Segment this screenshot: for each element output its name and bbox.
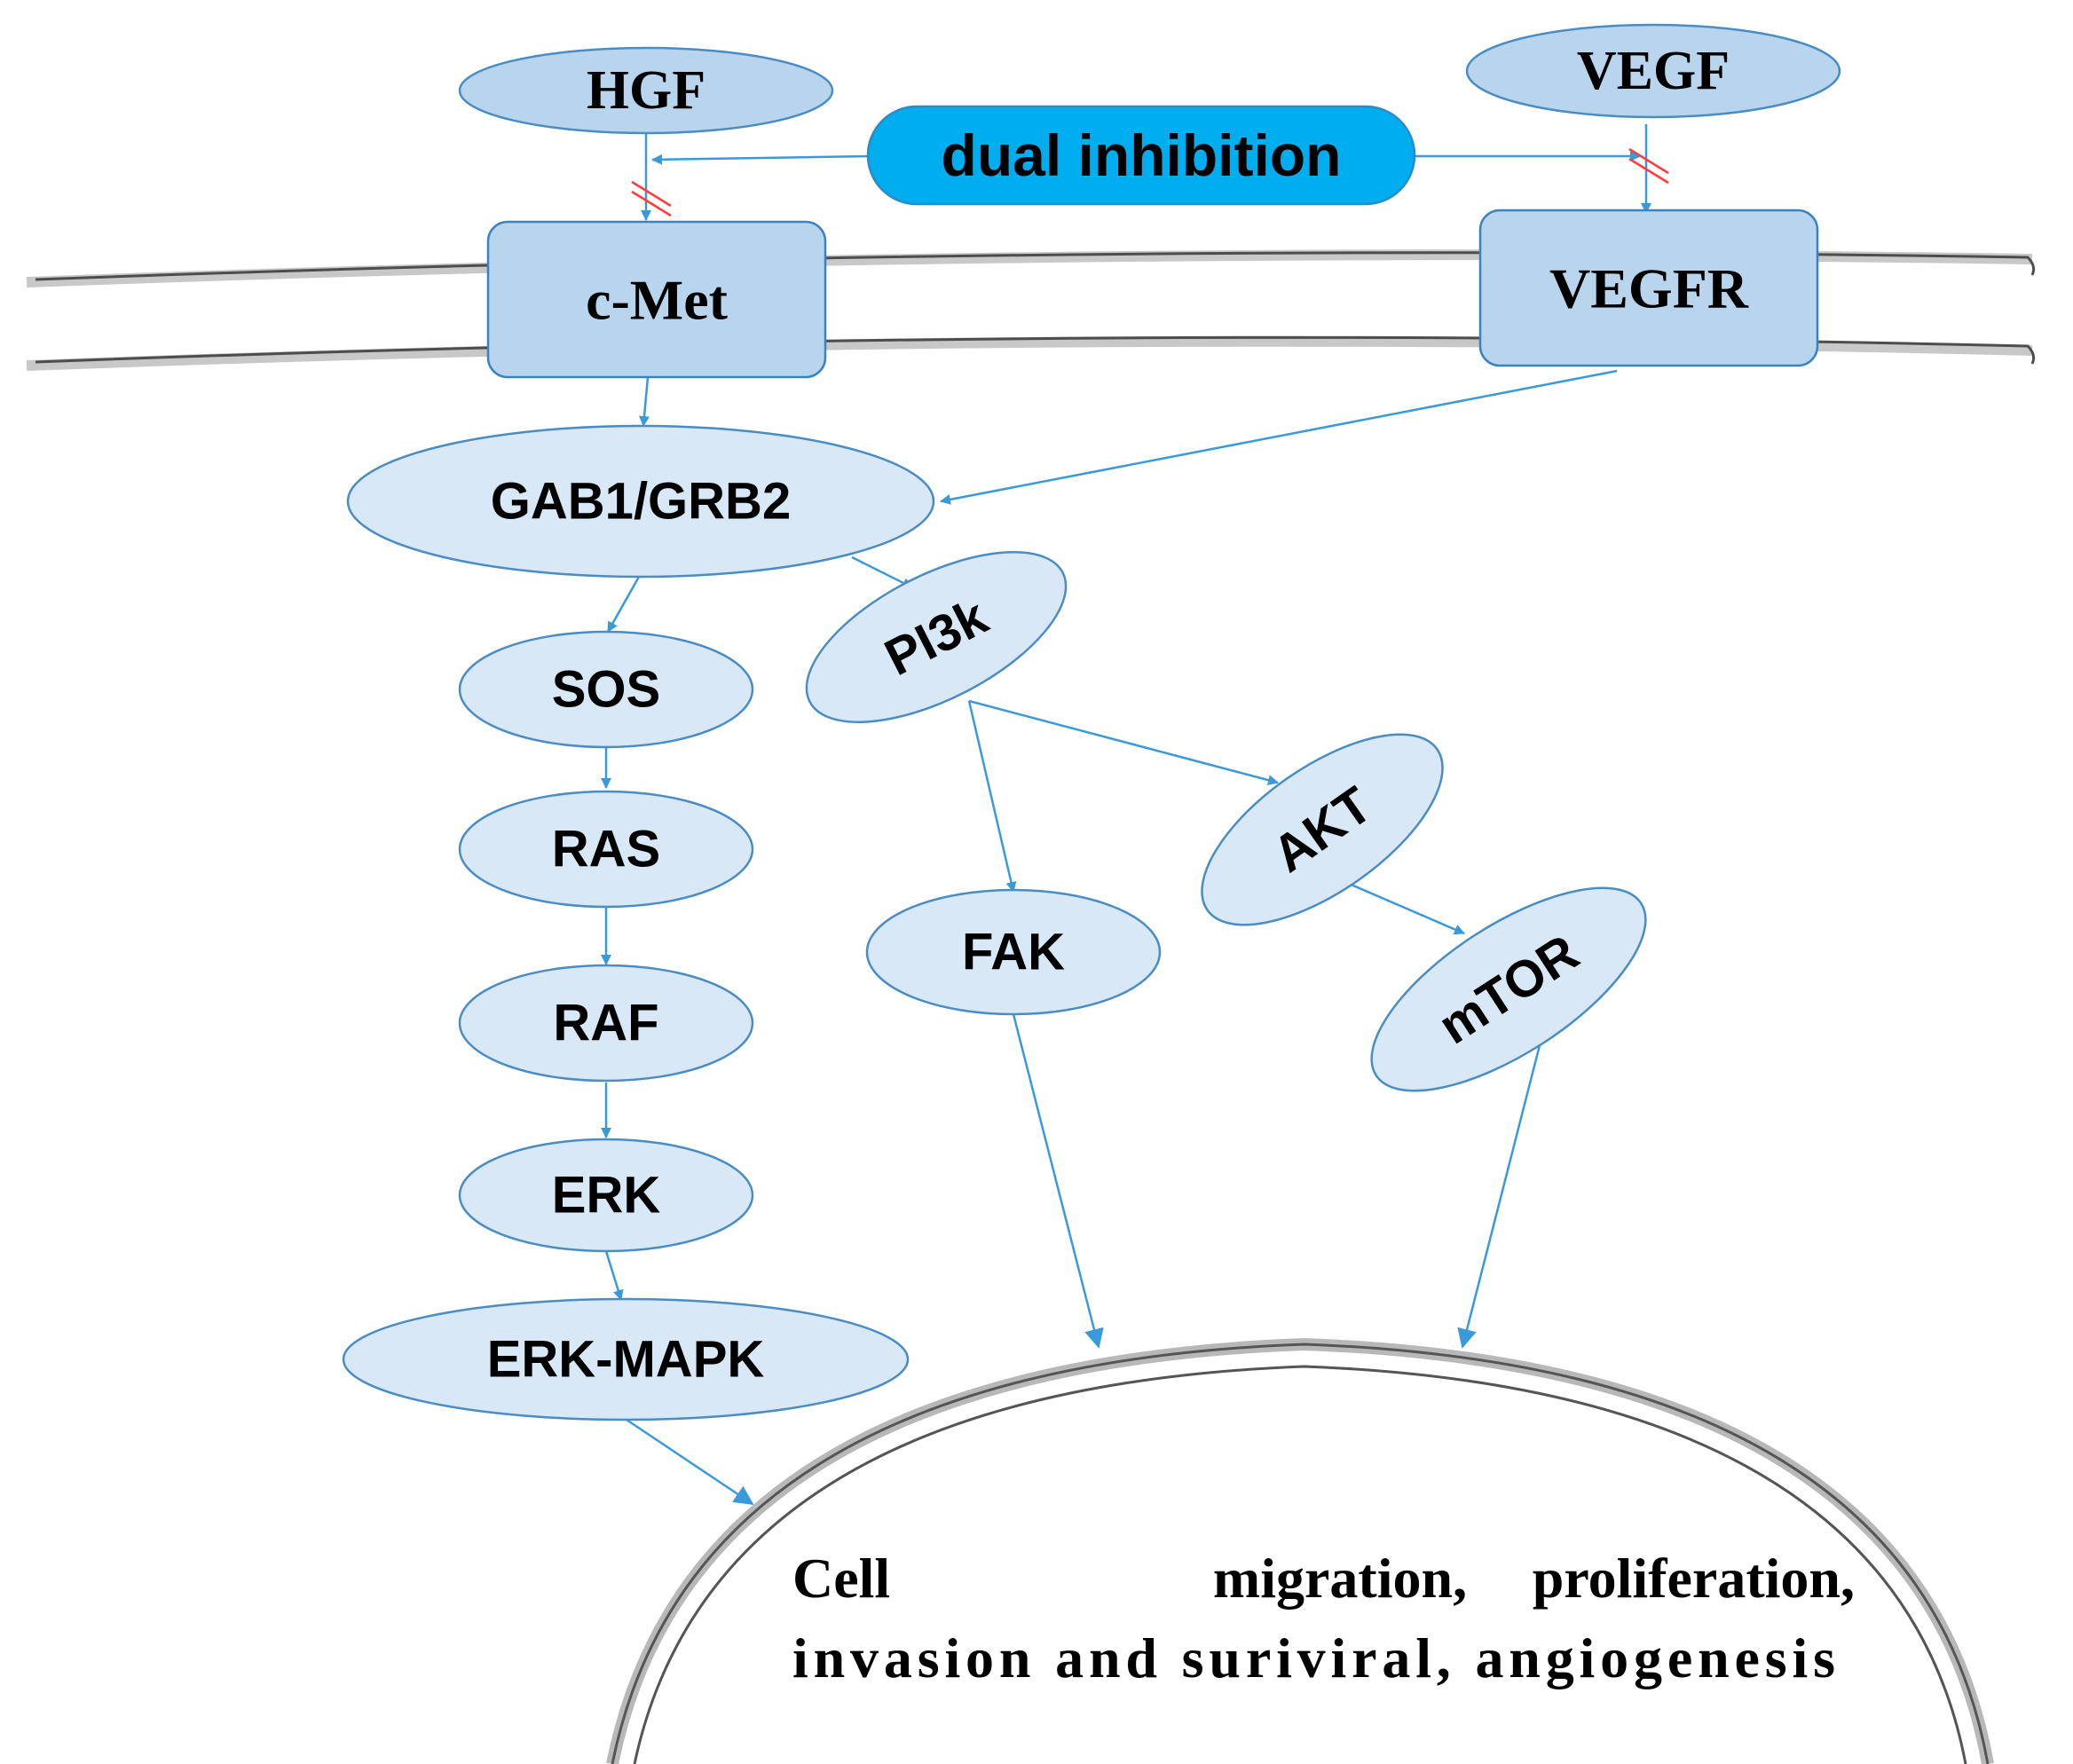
inhibition-mark-vegfr — [1628, 147, 1669, 185]
hgf-node: HGF — [458, 46, 834, 135]
dual-inhibition-label: dual inhibition — [942, 122, 1342, 188]
outcome-line2: invasion and suriviral, angiogenesis — [792, 1626, 1835, 1689]
arrow-erk-erkmapk — [604, 1250, 624, 1301]
erk-label: ERK — [552, 1167, 661, 1225]
erk-mapk-node: ERK-MAPK — [342, 1297, 910, 1421]
dual-inhibition-node: dual inhibition — [866, 105, 1416, 206]
ras-label: RAS — [552, 821, 660, 878]
vegfr-receptor: VEGFR — [1478, 209, 1819, 367]
fak-node: FAK — [865, 888, 1162, 1016]
sos-node: SOS — [458, 630, 754, 749]
mtor-node: mTOR — [1370, 886, 1647, 1092]
hgf-label: HGF — [587, 60, 705, 121]
sos-label: SOS — [552, 661, 661, 719]
outcome-line1-word1: Cell — [792, 1547, 890, 1610]
arrow-inhibition-hgf — [651, 154, 871, 165]
raf-node: RAF — [458, 964, 754, 1083]
akt-node: AKT — [1201, 733, 1444, 926]
arrow-vegfr-gab1 — [940, 369, 1618, 505]
arrow-pi3k-akt — [968, 699, 1279, 785]
cmet-label: c-Met — [586, 269, 729, 332]
vegf-node: VEGF — [1465, 23, 1841, 119]
nucleus — [606, 1337, 1994, 1764]
arrow-akt-mtor — [1346, 881, 1465, 935]
arrow-pi3k-fak — [967, 700, 1017, 893]
vegfr-label: VEGFR — [1549, 257, 1749, 320]
ras-node: RAS — [458, 790, 754, 909]
gab1-grb2-label: GAB1/GRB2 — [491, 473, 791, 531]
arrow-erkmapk-nucleus — [626, 1418, 754, 1506]
raf-label: RAF — [553, 995, 658, 1052]
outcome-line1-word3: proliferation, — [1533, 1547, 1855, 1610]
gab1-grb2-node: GAB1/GRB2 — [346, 424, 935, 579]
arrow-gab1-pi3k — [851, 555, 913, 589]
pi3k-node: PI3k — [805, 551, 1068, 723]
cmet-receptor: c-Met — [486, 220, 827, 379]
vegf-label: VEGF — [1577, 41, 1730, 101]
outcome-line1-word2: migration, — [1213, 1547, 1467, 1610]
arrow-fak-nucleus — [1012, 1013, 1104, 1349]
fak-label: FAK — [962, 924, 1065, 981]
arrow-mtor-nucleus — [1457, 1044, 1541, 1349]
erk-node: ERK — [458, 1138, 754, 1253]
outcome-text: Cell migration, proliferation, invasion … — [792, 1547, 1855, 1689]
inhibition-mark-cmet — [631, 180, 672, 217]
arrow-gab1-sos — [606, 576, 641, 633]
erk-mapk-label: ERK-MAPK — [487, 1331, 765, 1389]
arrow-cmet-gab1 — [639, 376, 650, 427]
